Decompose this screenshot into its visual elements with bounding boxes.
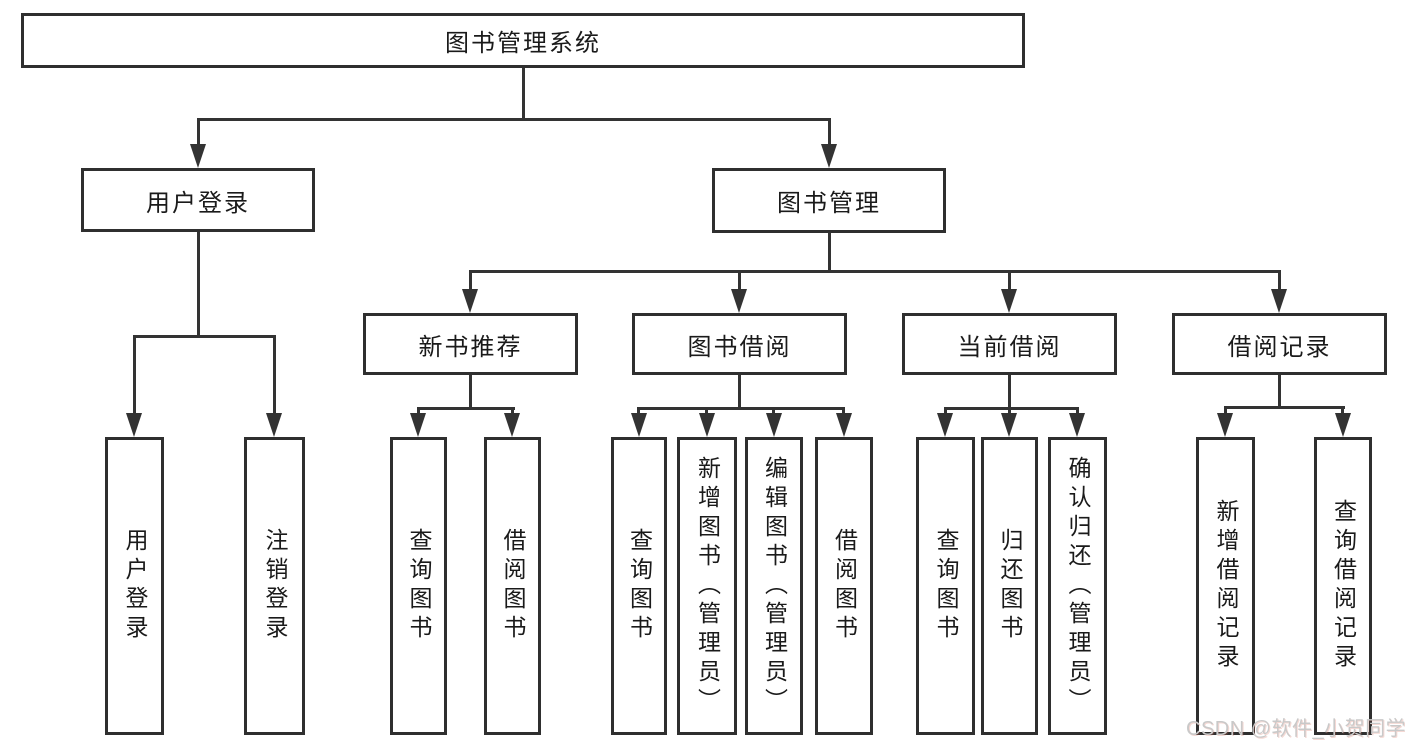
connector-line — [1008, 375, 1011, 407]
leaf-borrow-books-recommend-label: 借阅图书 — [500, 528, 526, 644]
connector-line — [1008, 407, 1011, 415]
connector-line — [1278, 375, 1281, 406]
connector-line — [828, 118, 831, 146]
arrowhead-icon — [937, 413, 953, 437]
leaf-query-books-borrow-label: 查询图书 — [626, 528, 653, 644]
connector-line — [944, 407, 1079, 410]
node-book-management: 图书管理 — [712, 168, 946, 233]
node-user-login-label: 用户登录 — [146, 189, 250, 217]
arrowhead-icon — [1217, 413, 1233, 437]
node-new-book-recommend-label: 新书推荐 — [418, 333, 523, 361]
node-user-login: 用户登录 — [81, 168, 315, 232]
arrowhead-icon — [190, 144, 206, 168]
connector-line — [1278, 270, 1281, 290]
connector-line — [522, 68, 525, 118]
connector-line — [1076, 407, 1079, 415]
connector-line — [469, 270, 472, 290]
leaf-add-borrow-record: 新增借阅记录 — [1196, 437, 1255, 735]
leaf-add-books-admin-label: 新增图书（管理员） — [694, 455, 721, 717]
arrowhead-icon — [266, 413, 282, 437]
node-current-borrow: 当前借阅 — [902, 313, 1117, 375]
connector-line — [1224, 406, 1227, 415]
connector-line — [637, 407, 640, 415]
node-new-book-recommend: 新书推荐 — [363, 313, 578, 375]
connector-line — [133, 335, 136, 415]
leaf-return-books-label: 归还图书 — [997, 528, 1023, 644]
node-root-label: 图书管理系统 — [445, 30, 601, 57]
connector-line — [1008, 270, 1011, 290]
connector-line — [197, 118, 200, 146]
arrowhead-icon — [731, 289, 747, 313]
arrowhead-icon — [1335, 413, 1351, 437]
leaf-borrow-books: 借阅图书 — [815, 437, 873, 735]
leaf-query-books-recommend-label: 查询图书 — [406, 528, 432, 644]
arrowhead-icon — [1001, 289, 1017, 313]
arrowhead-icon — [821, 144, 837, 168]
node-book-borrow: 图书借阅 — [632, 313, 847, 375]
connector-line — [417, 407, 420, 415]
leaf-add-books-admin: 新增图书（管理员） — [677, 437, 737, 735]
connector-line — [738, 375, 741, 407]
connector-line — [197, 118, 831, 121]
leaf-borrow-books-label: 借阅图书 — [831, 528, 858, 644]
leaf-return-books: 归还图书 — [981, 437, 1038, 735]
connector-line — [469, 375, 472, 407]
node-book-borrow-label: 图书借阅 — [687, 333, 792, 361]
connector-line — [637, 407, 845, 410]
arrowhead-icon — [631, 413, 647, 437]
leaf-logout-label: 注销登录 — [262, 528, 288, 644]
leaf-user-login-label: 用户登录 — [122, 528, 148, 644]
arrowhead-icon — [410, 413, 426, 437]
connector-line — [772, 407, 775, 415]
connector-line — [417, 407, 515, 410]
leaf-query-books-recommend: 查询图书 — [390, 437, 447, 735]
connector-line — [705, 407, 708, 415]
connector-line — [842, 407, 845, 415]
arrowhead-icon — [1001, 413, 1017, 437]
leaf-query-books-current-label: 查询图书 — [933, 528, 959, 644]
csdn-watermark: CSDN @软件_小贺同学 — [1186, 718, 1405, 740]
connector-line — [133, 335, 276, 338]
arrowhead-icon — [1069, 413, 1085, 437]
connector-line — [944, 407, 947, 415]
connector-line — [197, 232, 200, 335]
node-book-management-label: 图书管理 — [777, 190, 881, 217]
leaf-query-books-borrow: 查询图书 — [611, 437, 667, 735]
node-borrow-records-label: 借阅记录 — [1227, 333, 1332, 361]
arrowhead-icon — [462, 289, 478, 313]
leaf-confirm-return-admin-label: 确认归还（管理员） — [1065, 455, 1091, 717]
connector-line — [273, 335, 276, 415]
leaf-borrow-books-recommend: 借阅图书 — [484, 437, 541, 735]
leaf-edit-books-admin: 编辑图书（管理员） — [745, 437, 803, 735]
arrowhead-icon — [766, 413, 782, 437]
leaf-edit-books-admin-label: 编辑图书（管理员） — [761, 455, 788, 717]
leaf-logout: 注销登录 — [244, 437, 305, 735]
arrowhead-icon — [836, 413, 852, 437]
connector-line — [469, 270, 1281, 273]
leaf-confirm-return-admin: 确认归还（管理员） — [1048, 437, 1107, 735]
connector-line — [828, 232, 831, 270]
arrowhead-icon — [699, 413, 715, 437]
arrowhead-icon — [126, 413, 142, 437]
connector-line — [1341, 406, 1344, 415]
connector-line — [1224, 406, 1345, 409]
leaf-query-borrow-record-label: 查询借阅记录 — [1330, 499, 1357, 673]
leaf-query-books-current: 查询图书 — [916, 437, 975, 735]
connector-line — [738, 270, 741, 290]
arrowhead-icon — [1271, 289, 1287, 313]
leaf-query-borrow-record: 查询借阅记录 — [1314, 437, 1372, 735]
leaf-add-borrow-record-label: 新增借阅记录 — [1213, 499, 1239, 673]
node-current-borrow-label: 当前借阅 — [957, 333, 1062, 361]
arrowhead-icon — [504, 413, 520, 437]
node-root: 图书管理系统 — [21, 13, 1025, 68]
node-borrow-records: 借阅记录 — [1172, 313, 1387, 375]
leaf-user-login: 用户登录 — [105, 437, 164, 735]
connector-line — [511, 407, 514, 415]
